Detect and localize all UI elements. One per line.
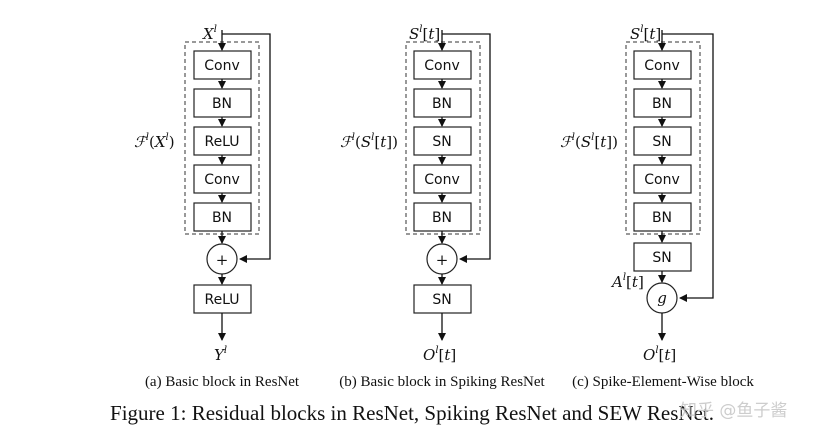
- residual-function-dashed-box: [625, 41, 701, 235]
- output-label-y: Yl: [214, 345, 227, 364]
- conv-label-1: Conv: [204, 58, 240, 74]
- sn-block-1: [633, 126, 692, 156]
- residual-function-dashed-box: [405, 41, 481, 235]
- caption-b: (b) Basic block in Spiking ResNet: [339, 374, 545, 390]
- skip-connection: [222, 33, 271, 263]
- bn-label-2: BN: [432, 210, 452, 226]
- conv-block-1: [193, 50, 252, 80]
- watermark: 知乎 @鱼子酱: [680, 401, 787, 421]
- bn-label-1: BN: [212, 96, 232, 112]
- function-label-b: ℱl(Sl[t]): [340, 132, 398, 151]
- sn-label-1: SN: [432, 134, 451, 150]
- intermediate-label-a: Al[t]: [610, 272, 644, 291]
- input-label-x: Xl: [202, 24, 217, 43]
- add-symbol: +: [436, 251, 449, 269]
- input-label-s: Sl[t]: [630, 24, 661, 43]
- function-label-c: ℱl(Sl[t]): [560, 132, 618, 151]
- bn-label-2: BN: [212, 210, 232, 226]
- conv-label-1: Conv: [644, 58, 680, 74]
- bn-block-2: [633, 202, 692, 232]
- output-label-o: Ol[t]: [643, 345, 676, 364]
- panel-sew: Sl[t] Conv BN SN Conv BN ℱl(Sl[t]) SN Al…: [560, 24, 754, 390]
- bn-label-2: BN: [652, 210, 672, 226]
- figure-caption: Figure 1: Residual blocks in ResNet, Spi…: [110, 401, 714, 425]
- conv-label-2: Conv: [424, 172, 460, 188]
- conv-block-2: [193, 164, 252, 194]
- output-label-o: Ol[t]: [423, 345, 456, 364]
- panel-resnet: Xl Conv BN ReLU Conv BN ℱl(Xl) + ReLU Yl: [134, 24, 300, 390]
- skip-connection: [442, 33, 491, 263]
- bn-block-1: [633, 88, 692, 118]
- sn-block-extra: [633, 242, 692, 272]
- panel-spiking-resnet: Sl[t] Conv BN SN Conv BN ℱl(Sl[t]) + SN …: [339, 24, 545, 390]
- function-label-a: ℱl(Xl): [134, 132, 175, 151]
- sn-label-extra: SN: [652, 250, 671, 266]
- relu-label-1: ReLU: [204, 134, 239, 150]
- relu-label-post: ReLU: [204, 292, 239, 308]
- bn-label-1: BN: [652, 96, 672, 112]
- conv-label-2: Conv: [204, 172, 240, 188]
- bn-label-1: BN: [432, 96, 452, 112]
- input-label-s: Sl[t]: [409, 24, 440, 43]
- conv-label-1: Conv: [424, 58, 460, 74]
- caption-c: (c) Spike-Element-Wise block: [572, 374, 754, 390]
- skip-connection: [662, 33, 714, 302]
- caption-a: (a) Basic block in ResNet: [145, 374, 300, 390]
- sn-label-1: SN: [652, 134, 671, 150]
- conv-block-1: [633, 50, 692, 80]
- conv-block-2: [413, 164, 472, 194]
- add-symbol: +: [216, 251, 229, 269]
- g-symbol: g: [657, 289, 667, 307]
- relu-block-post: [193, 284, 252, 314]
- sn-block-post: [413, 284, 472, 314]
- sn-label-post: SN: [432, 292, 451, 308]
- conv-label-2: Conv: [644, 172, 680, 188]
